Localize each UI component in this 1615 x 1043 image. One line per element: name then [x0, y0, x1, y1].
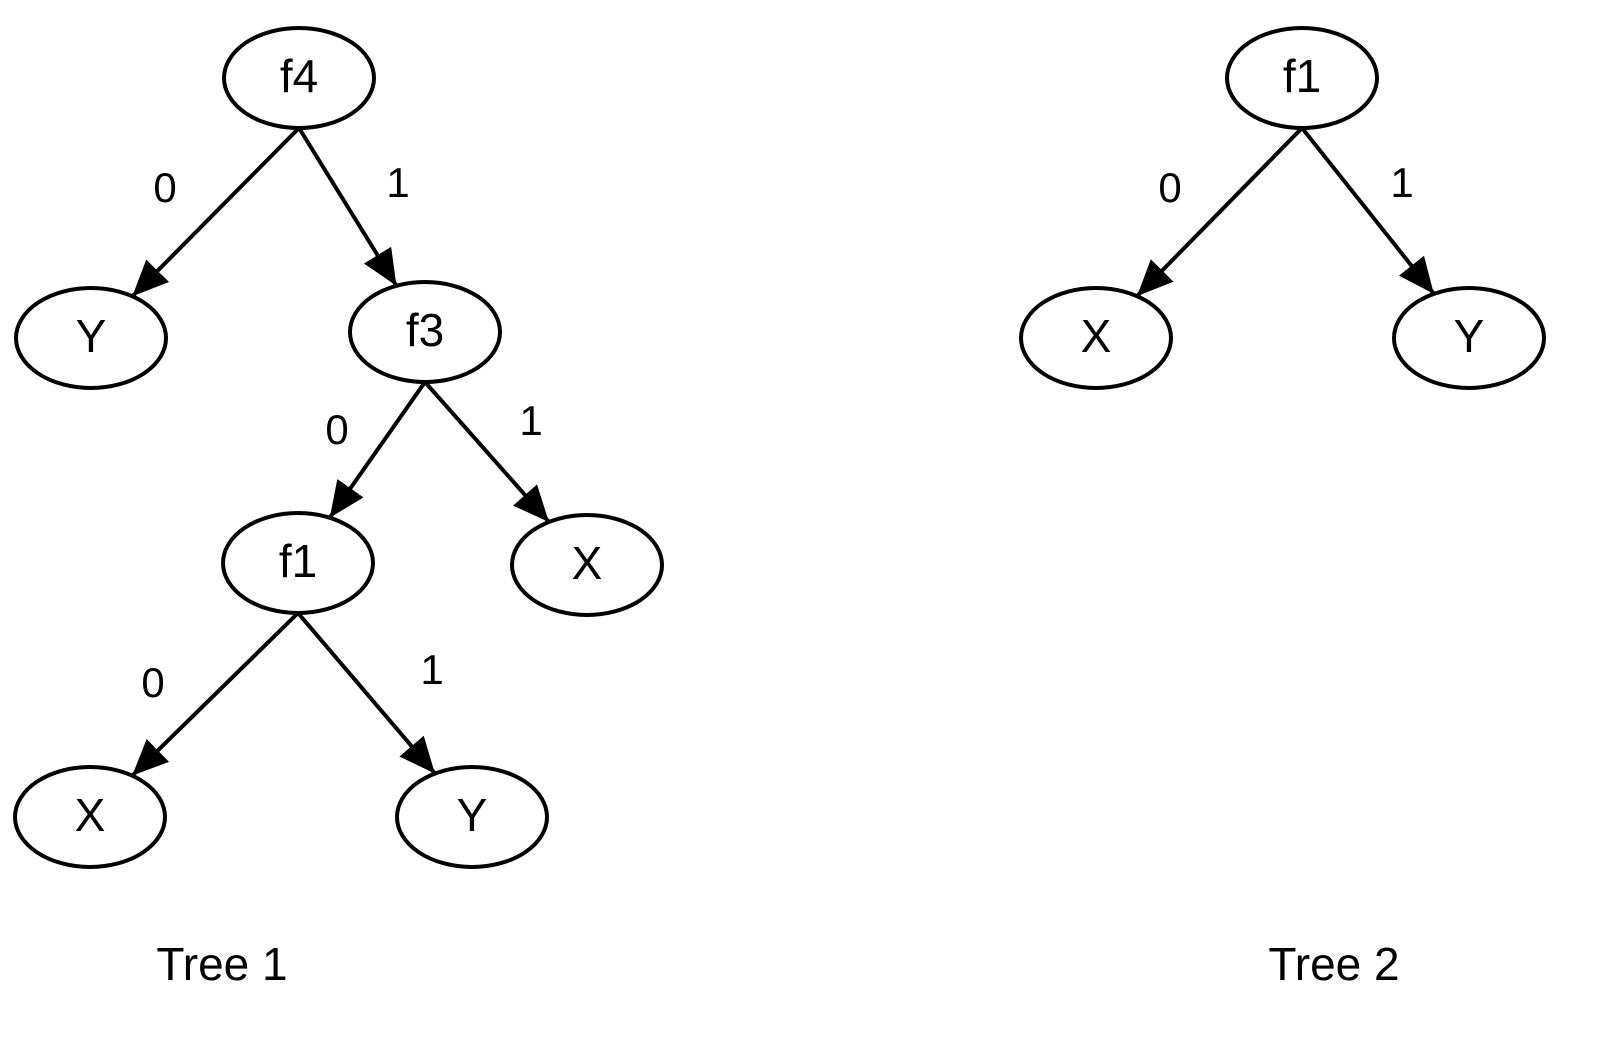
edge-t1-f1-to-t1-x-leaf [130, 611, 300, 778]
node-ellipse [510, 513, 664, 617]
node-ellipse [222, 26, 376, 130]
node-ellipse [348, 280, 502, 384]
edge-label: 1 [386, 159, 409, 206]
node-t1-x-right: X [510, 513, 664, 617]
node-label: f3 [406, 304, 444, 356]
node-t1-x-leaf: X [13, 765, 167, 869]
tree-caption: Tree 1 [156, 938, 287, 990]
edge-t1-f1-to-t1-y-leaf [296, 611, 437, 775]
node-ellipse [13, 765, 167, 869]
node-label: Y [457, 789, 488, 841]
node-label: f4 [280, 50, 318, 102]
node-label: X [1081, 310, 1112, 362]
edge-label: 1 [1390, 159, 1413, 206]
edge-t1-root-to-t1-y-left [130, 126, 301, 298]
node-ellipse [14, 286, 168, 390]
node-label: f1 [1283, 50, 1321, 102]
edge-t2-root-to-t2-x [1135, 126, 1304, 298]
node-t1-y-left: Y [14, 286, 168, 390]
node-t1-f1: f1 [221, 511, 375, 615]
node-t2-x: X [1019, 286, 1173, 390]
edge-t1-f3-to-t1-x-right [423, 380, 551, 524]
node-label: f1 [279, 535, 317, 587]
node-ellipse [1225, 26, 1379, 130]
node-t1-y-leaf: Y [395, 765, 549, 869]
edge-label: 1 [519, 397, 542, 444]
edge-t2-root-to-t2-y [1300, 126, 1436, 296]
node-ellipse [221, 511, 375, 615]
edge-label: 1 [420, 646, 443, 693]
tree-caption: Tree 2 [1268, 938, 1399, 990]
edge-label: 0 [1158, 164, 1181, 211]
node-t2-root: f1 [1225, 26, 1379, 130]
edge-label: 0 [141, 659, 164, 706]
node-t2-y: Y [1392, 286, 1546, 390]
node-label: X [75, 789, 106, 841]
node-label: X [572, 537, 603, 589]
edge-label: 0 [325, 406, 348, 453]
edge-label: 0 [153, 164, 176, 211]
node-t1-root: f4 [222, 26, 376, 130]
node-t1-f3: f3 [348, 280, 502, 384]
edge-t1-f3-to-t1-f1 [328, 380, 427, 519]
node-ellipse [1019, 286, 1173, 390]
node-label: Y [1454, 310, 1485, 362]
edge-t1-root-to-t1-f3 [297, 126, 399, 287]
node-ellipse [1392, 286, 1546, 390]
node-label: Y [76, 310, 107, 362]
node-ellipse [395, 765, 549, 869]
